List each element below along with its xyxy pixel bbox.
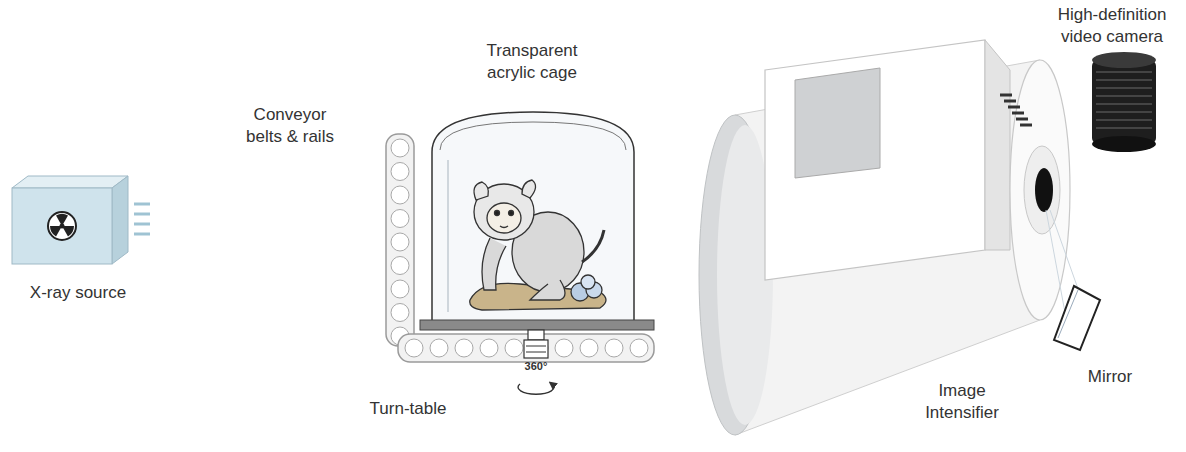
vertical-conveyor (386, 134, 414, 346)
video-camera (1092, 52, 1156, 152)
rotation-label: 360° (514, 360, 558, 373)
xray-source (12, 176, 150, 264)
mirror (1046, 210, 1100, 350)
part-label: High-definition video camera (1044, 4, 1180, 48)
part-label: X-ray source (13, 282, 143, 304)
part-label: Mirror (1070, 366, 1150, 388)
part-label: Turn-table (353, 398, 463, 420)
horizontal-conveyor (398, 334, 654, 362)
acrylic-cage (432, 112, 634, 322)
part-label: Transparent acrylic cage (474, 40, 590, 84)
image-intensifier (699, 40, 1070, 435)
turn-table (420, 320, 654, 394)
part-label: Image Intensifier (912, 380, 1012, 424)
part-label: Conveyor belts & rails (235, 104, 345, 148)
monkey-figure (470, 180, 606, 310)
